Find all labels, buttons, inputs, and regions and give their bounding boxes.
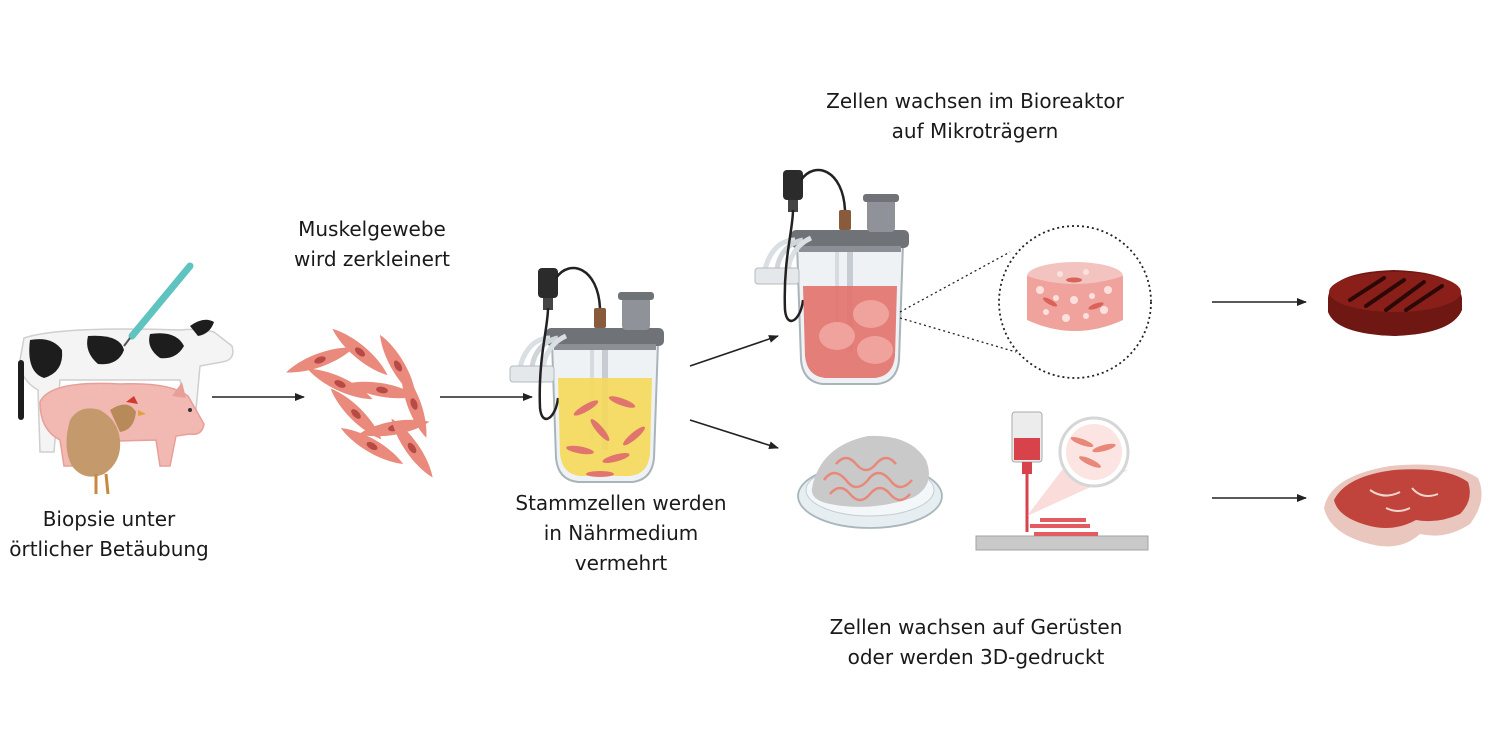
bioreactor-icon — [510, 268, 664, 482]
label-microcarrier: Zellen wachsen im Bioreaktor auf Mikrotr… — [826, 86, 1124, 146]
chicken-icon — [66, 396, 146, 495]
label-tissue-line-2: wird zerkleinert — [294, 247, 450, 271]
steak-icon — [1324, 464, 1482, 547]
cow-icon — [18, 319, 234, 453]
bioprinter-icon — [975, 411, 1149, 551]
arrow-to-scaffold — [689, 419, 779, 450]
needle-icon — [123, 262, 194, 347]
label-microcarrier-line-2: auf Mikroträgern — [891, 119, 1059, 143]
burger-patty-icon — [1328, 270, 1462, 336]
label-biopsy-line-1: Biopsie unter — [42, 507, 176, 531]
muscle-cells-icon — [283, 323, 439, 482]
arrow-to-bioreactor — [689, 335, 779, 367]
label-stemcells-line-3: vermehrt — [574, 551, 668, 575]
label-scaffold: Zellen wachsen auf Gerüsten oder werden … — [830, 612, 1123, 672]
label-biopsy-line-2: örtlicher Betäubung — [9, 537, 209, 561]
label-stemcells-line-2: in Nährmedium — [543, 521, 699, 545]
label-stemcells-line-1: Stammzellen werden — [515, 491, 727, 515]
label-stemcells: Stammzellen werden in Nährmedium vermehr… — [515, 488, 726, 578]
label-biopsy: Biopsie unter örtlicher Betäubung — [9, 504, 209, 564]
animals-group — [18, 262, 234, 495]
label-tissue: Muskelgewebe wird zerkleinert — [294, 214, 450, 274]
bioreactor-microcarrier-icon — [755, 170, 909, 384]
flow-arrows — [212, 298, 1307, 502]
label-tissue-line-1: Muskelgewebe — [298, 217, 446, 241]
petri-dish-icon — [797, 435, 943, 529]
label-microcarrier-line-1: Zellen wachsen im Bioreaktor — [826, 89, 1124, 113]
label-scaffold-line-2: oder werden 3D-gedruckt — [847, 645, 1105, 669]
label-scaffold-line-1: Zellen wachsen auf Gerüsten — [829, 615, 1123, 639]
microcarrier-icon — [899, 225, 1152, 379]
